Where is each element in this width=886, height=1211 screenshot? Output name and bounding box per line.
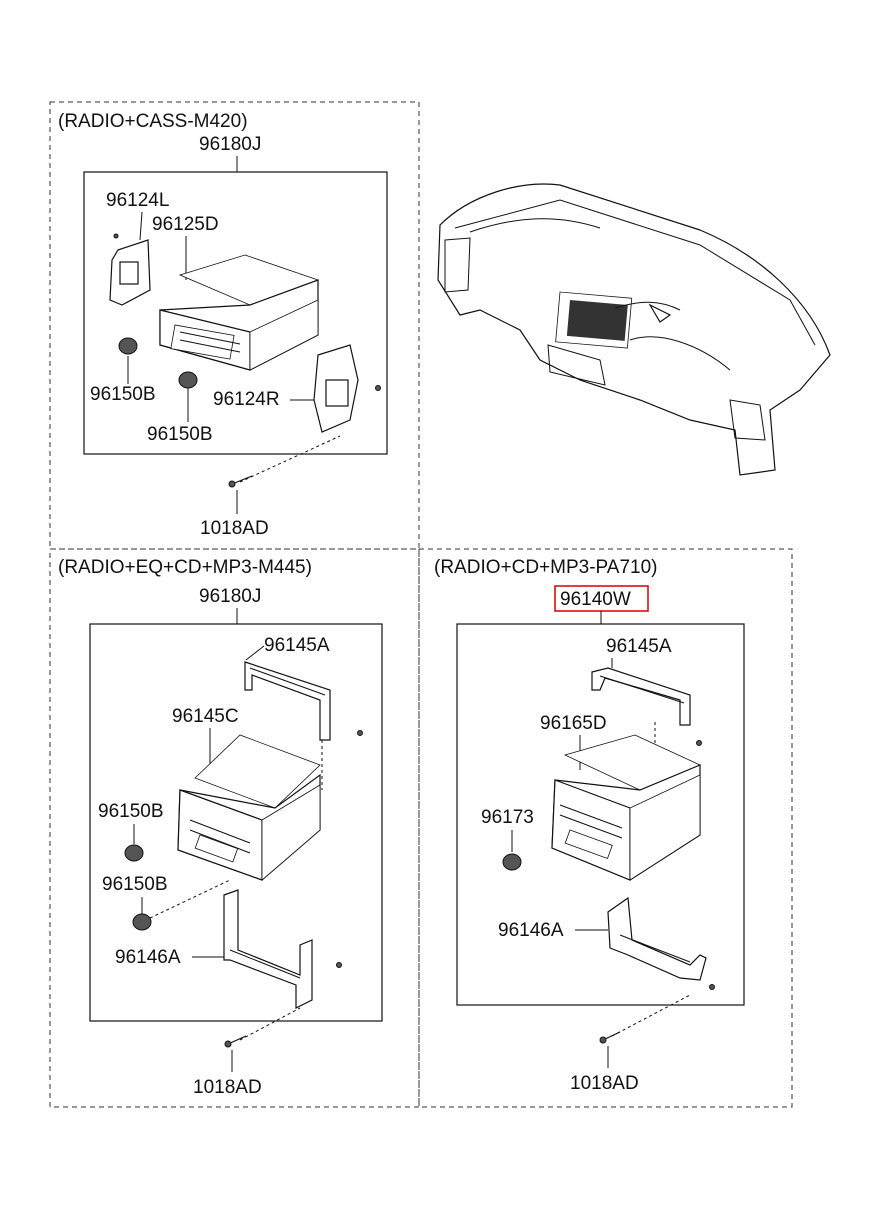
part-label-96145C[interactable]: 96145C	[172, 706, 239, 727]
assembly-label-m445[interactable]: 96180J	[199, 586, 261, 607]
knob-96173	[502, 853, 522, 871]
bolt-1018AD-b	[224, 1035, 247, 1048]
radio-unit-m445	[177, 734, 321, 881]
bolt-label-1018AD-c[interactable]: 1018AD	[570, 1073, 639, 1094]
part-label-96150B-c[interactable]: 96150B	[98, 801, 164, 822]
part-label-96146A-pa710[interactable]: 96146A	[498, 920, 564, 941]
part-label-96173[interactable]: 96173	[481, 807, 534, 828]
part-label-96125D[interactable]: 96125D	[152, 214, 219, 235]
bolt-1018AD-a	[228, 475, 253, 488]
radio-unit-pa710	[551, 734, 701, 881]
assembly-box-m420	[83, 171, 388, 455]
part-label-96150B-d[interactable]: 96150B	[102, 874, 168, 895]
part-label-96124R[interactable]: 96124R	[213, 389, 280, 410]
bolt-label-1018AD-b[interactable]: 1018AD	[193, 1077, 262, 1098]
bolt-1018AD-c	[599, 1031, 621, 1044]
part-label-96150B-a[interactable]: 96150B	[90, 384, 156, 405]
assembly-label-m420[interactable]: 96180J	[199, 134, 261, 155]
knob-96150B-a	[118, 337, 138, 355]
part-label-96150B-b[interactable]: 96150B	[147, 424, 213, 445]
section-title-m445: (RADIO+EQ+CD+MP3-M445)	[58, 557, 312, 578]
section-frame-pa710	[418, 548, 793, 1108]
part-label-96146A-m445[interactable]: 96146A	[115, 947, 181, 968]
knob-96150B-b	[178, 371, 198, 389]
section-frame-m445	[49, 548, 420, 1108]
knob-96150B-c	[124, 844, 144, 862]
bracket-96124R	[313, 344, 381, 433]
bracket-96145A-m445	[244, 661, 363, 790]
assembly-box-pa710	[456, 623, 745, 1006]
section-title-pa710: (RADIO+CD+MP3-PA710)	[434, 557, 658, 578]
knob-96150B-d	[132, 913, 152, 931]
radio-unit-m420	[159, 254, 320, 371]
assembly-box-m445	[89, 623, 383, 1022]
bolt-label-1018AD-a[interactable]: 1018AD	[200, 518, 269, 539]
bracket-96146A-pa710	[607, 896, 715, 990]
part-label-96145A-pa710[interactable]: 96145A	[606, 636, 672, 657]
bracket-96124L	[109, 233, 151, 306]
part-label-96124L[interactable]: 96124L	[106, 190, 169, 211]
section-title-m420: (RADIO+CASS-M420)	[58, 111, 248, 132]
part-label-96165D[interactable]: 96165D	[540, 713, 607, 734]
assembly-label-96140W[interactable]: 96140W	[560, 589, 631, 610]
dashboard-illustration	[437, 183, 831, 476]
bracket-96146A-m445	[223, 889, 342, 1009]
part-label-96145A-m445[interactable]: 96145A	[264, 635, 330, 656]
